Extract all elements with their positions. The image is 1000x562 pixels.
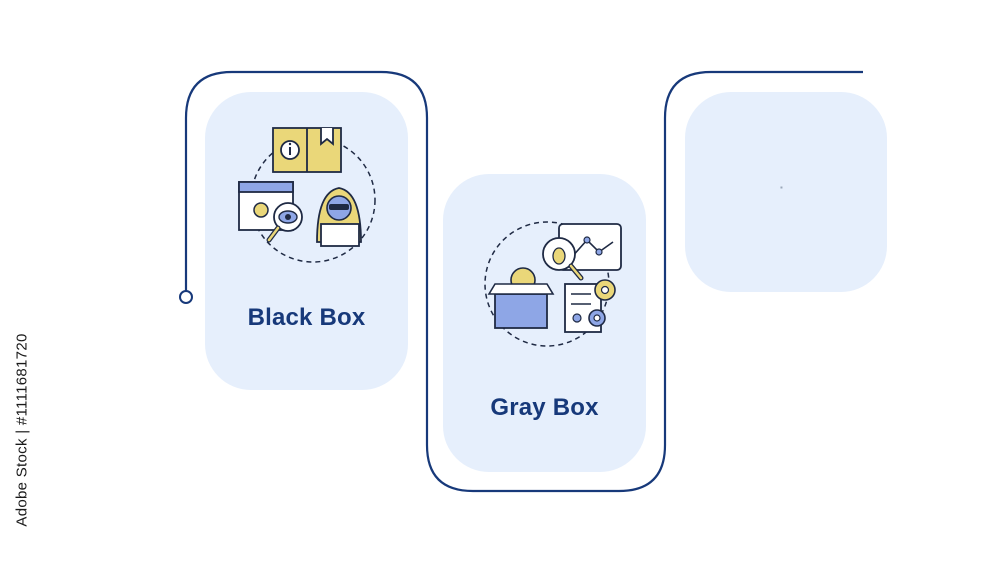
card-title-gray-box: Gray Box	[490, 394, 599, 421]
card-gray-box: Gray Box	[443, 174, 646, 472]
loading-placeholder-icon: ▪	[780, 183, 783, 192]
black-box-testing-icon	[233, 120, 383, 270]
stock-id-text: Adobe Stock | #1111681720	[13, 333, 31, 527]
card-empty: ▪	[685, 92, 887, 292]
connector-start-node	[179, 290, 193, 304]
card-title-black-box: Black Box	[247, 304, 366, 331]
card-black-box: Black Box	[205, 92, 408, 390]
stock-id-watermark: Adobe Stock | #1111681720	[7, 330, 37, 530]
gray-box-testing-icon	[467, 214, 627, 354]
